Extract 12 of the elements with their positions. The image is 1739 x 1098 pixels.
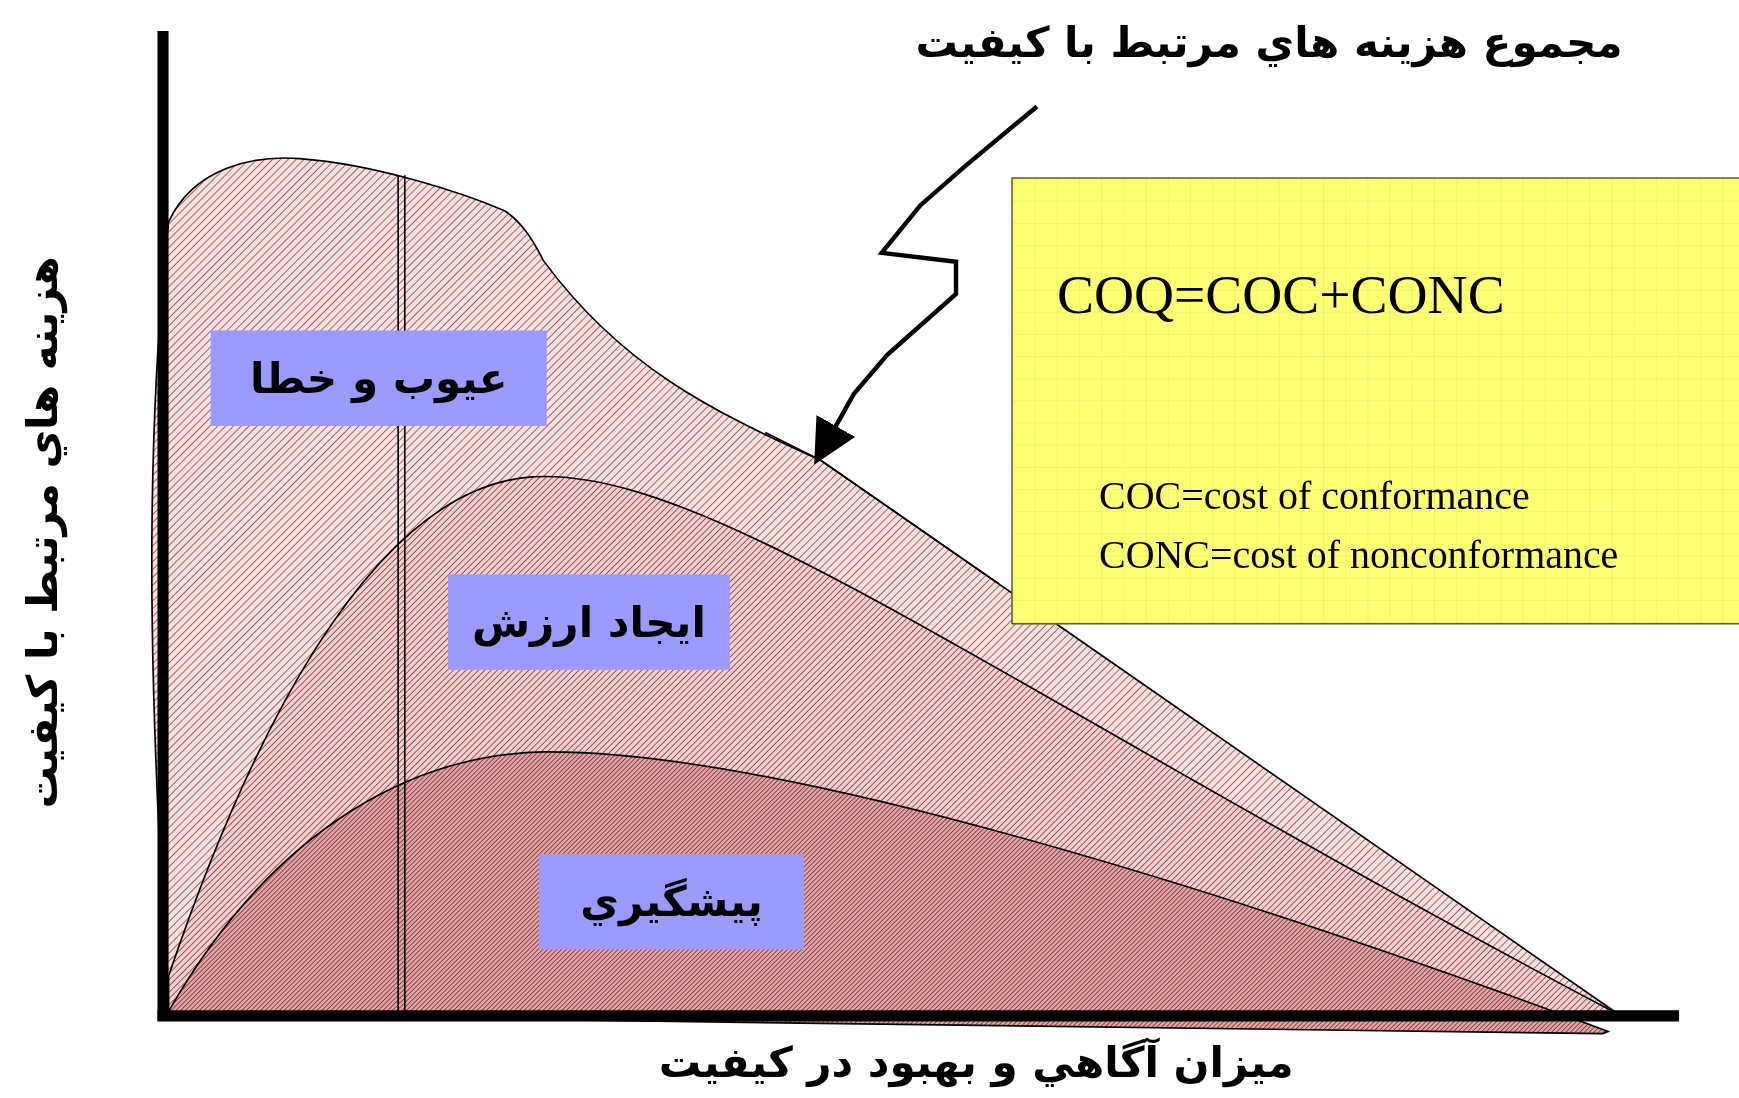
total-cost-curve	[764, 431, 999, 585]
area-label: ايجاد ارزش	[448, 574, 730, 670]
axis-label: ميزان آگاهي و بهبود در كيفيت	[658, 1038, 1294, 1087]
definition-text: COC=cost of conformance	[1099, 472, 1530, 520]
definition-text: CONC=cost of nonconformance	[1099, 531, 1619, 578]
leader-arrow	[814, 104, 1039, 465]
formula-panel	[1011, 177, 1739, 625]
callout-text: مجموع هزينه هاي مرتبط با كيفيت	[903, 8, 1623, 76]
formula-text: COQ=COC+CONC	[1056, 261, 1505, 327]
area-label: پيشگيري	[539, 853, 805, 950]
area-label: عيوب و خطا	[210, 330, 547, 426]
axis-label: هزينه هاي مرتبط با كيفيت	[17, 256, 67, 809]
